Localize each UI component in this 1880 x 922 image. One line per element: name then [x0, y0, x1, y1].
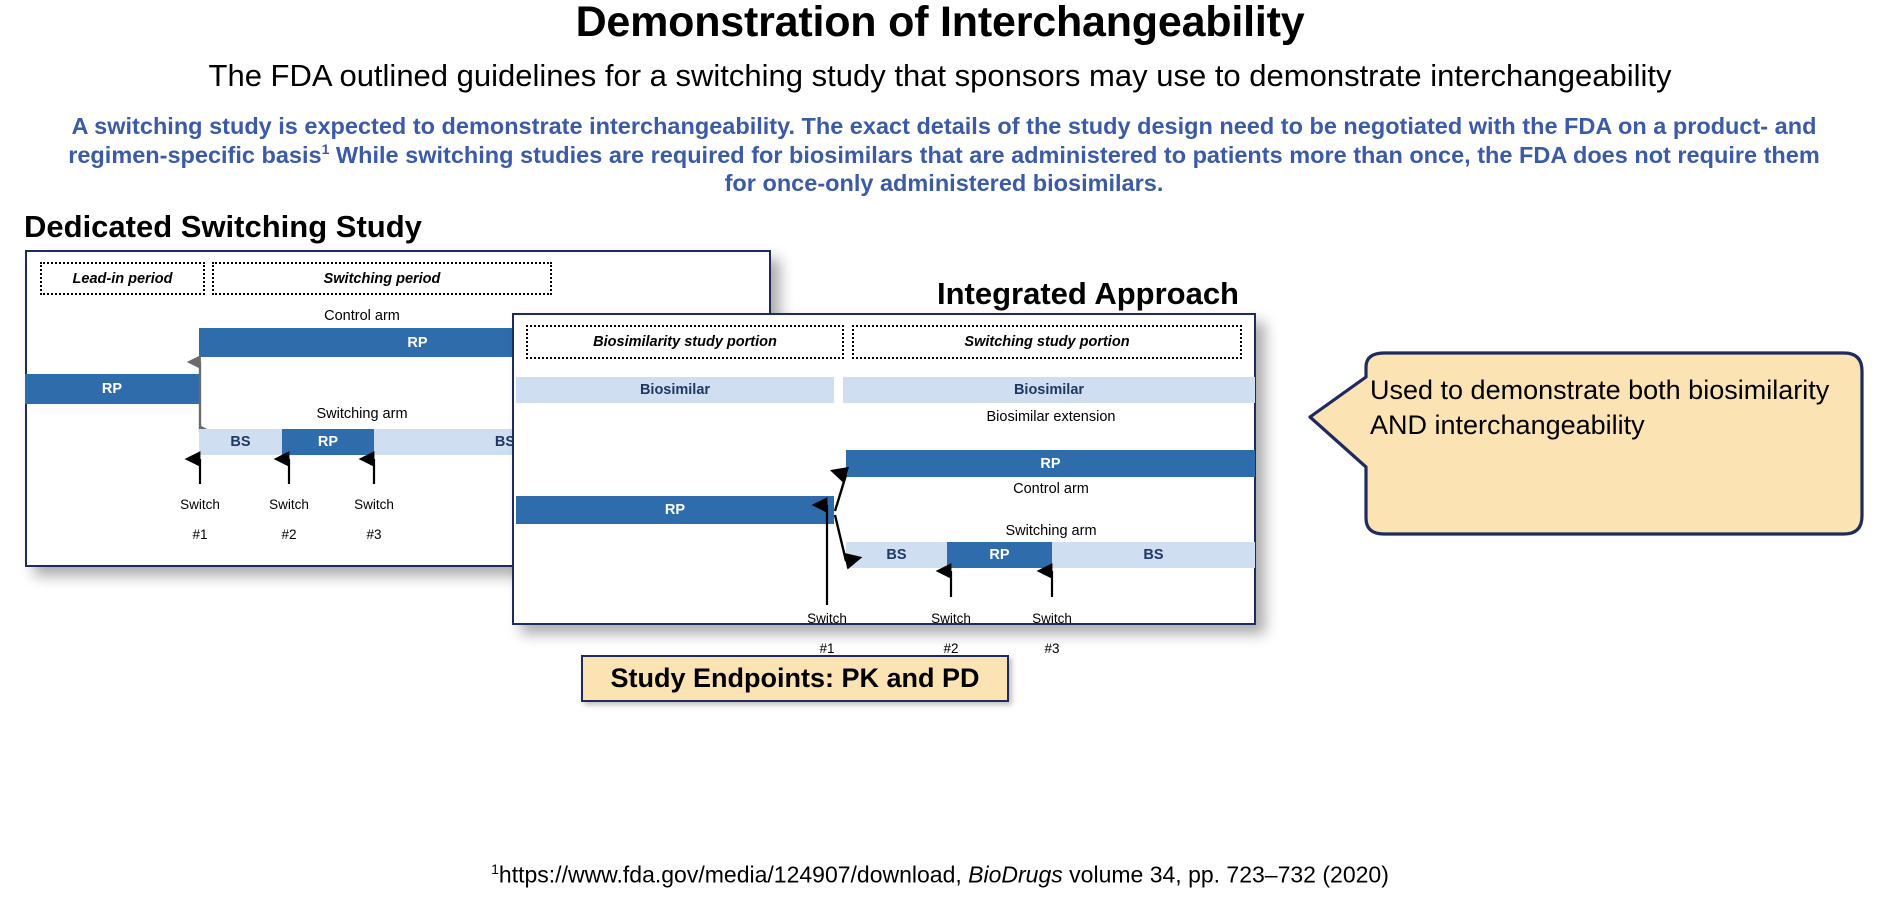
dedicated-switch-1-line1: Switch	[180, 497, 220, 513]
integrated-approach-panel: Biosimilarity study portion Switching st…	[512, 313, 1256, 656]
period-label-biosimilarity: Biosimilarity study portion	[593, 334, 777, 350]
integrated-control-arm-bar: RP	[846, 450, 1255, 477]
integrated-switch-2-line2: #2	[943, 641, 959, 657]
footnote: 1https://www.fda.gov/media/124907/downlo…	[0, 861, 1880, 889]
integrated-switch-3-line1: Switch	[1032, 611, 1072, 627]
integrated-switching-arm-segment-bs-2: BS	[1052, 542, 1255, 568]
lede-text-part1: A switching study is expected to demonst…	[68, 113, 1817, 168]
dedicated-switching-arm-label: Switching arm	[316, 406, 408, 422]
dedicated-switch-label-2: Switch #2	[259, 482, 319, 542]
integrated-switching-seg2-label: RP	[989, 547, 1010, 563]
dedicated-lead-in-bar: RP	[25, 374, 199, 404]
integrated-switch-label-1: Switch #1	[797, 596, 857, 656]
lede-footnote-marker: 1	[321, 140, 330, 157]
lede-text-part2: While switching studies are required for…	[329, 141, 1820, 197]
callout-shape-icon	[1308, 351, 1864, 536]
dedicated-switching-seg1-label: BS	[230, 434, 251, 450]
integrated-control-arm-label: Control arm	[1013, 481, 1089, 497]
integrated-biosimilar-bar-left: Biosimilar	[516, 377, 834, 403]
integrated-panel-heading: Integrated Approach	[937, 276, 1239, 311]
integrated-rp-bar-left: RP	[516, 496, 834, 524]
period-label-lead-in: Lead-in period	[72, 270, 173, 287]
integrated-biosimilar-right-label: Biosimilar	[1013, 382, 1085, 398]
footnote-url: https://www.fda.gov/media/124907/downloa…	[498, 861, 969, 888]
dedicated-switch-label-1: Switch #1	[170, 482, 230, 542]
study-endpoints-label: Study Endpoints: PK and PD	[610, 663, 980, 693]
dedicated-switch-3-line1: Switch	[354, 497, 394, 513]
integrated-switch-3-line2: #3	[1044, 641, 1060, 657]
integrated-switch-1-line2: #1	[819, 641, 835, 657]
footnote-journal: BioDrugs	[968, 861, 1063, 888]
page-subtitle: The FDA outlined guidelines for a switch…	[208, 58, 1672, 93]
integrated-biosimilar-extension-label: Biosimilar extension	[986, 409, 1116, 425]
page-title: Demonstration of Interchangeability	[575, 0, 1305, 46]
period-box-biosimilarity: Biosimilarity study portion	[526, 325, 844, 359]
integrated-control-arm-bar-label: RP	[1040, 455, 1061, 472]
dedicated-switching-seg3-label: BS	[494, 434, 516, 450]
lede-paragraph: A switching study is expected to demonst…	[60, 112, 1828, 198]
period-label-switching-study: Switching study portion	[964, 334, 1130, 350]
footnote-rest: volume 34, pp. 723–732 (2020)	[1062, 861, 1389, 888]
period-box-lead-in: Lead-in period	[40, 262, 205, 295]
dedicated-lead-in-bar-label: RP	[101, 381, 123, 397]
dedicated-panel-heading: Dedicated Switching Study	[24, 209, 422, 244]
integrated-switching-arm-segment-rp: RP	[947, 542, 1052, 568]
dedicated-switching-arm-segment-bs-1: BS	[199, 429, 282, 455]
integrated-switching-arm-segment-bs-1: BS	[846, 542, 947, 568]
integrated-switch-label-2: Switch #2	[921, 596, 981, 656]
dedicated-switch-label-3: Switch #3	[344, 482, 404, 542]
study-endpoints-box: Study Endpoints: PK and PD	[581, 655, 1009, 702]
dedicated-switching-arm-segment-rp: RP	[282, 429, 374, 455]
callout-bubble: Used to demonstrate both biosimilarity A…	[1308, 351, 1864, 536]
integrated-biosimilar-left-label: Biosimilar	[639, 382, 711, 398]
period-label-switching: Switching period	[323, 270, 441, 287]
dedicated-switching-seg2-label: RP	[317, 434, 339, 450]
footnote-marker: 1	[491, 861, 499, 877]
dedicated-control-arm-label: Control arm	[324, 308, 400, 324]
callout-text: Used to demonstrate both biosimilarity A…	[1370, 375, 1830, 440]
integrated-switching-seg3-label: BS	[1143, 547, 1164, 563]
integrated-switch-label-3: Switch #3	[1022, 596, 1082, 656]
integrated-switching-seg1-label: BS	[886, 547, 907, 563]
dedicated-switch-3-line2: #3	[366, 527, 382, 543]
integrated-switch-1-line1: Switch	[807, 611, 847, 627]
integrated-biosimilar-bar-right: Biosimilar	[843, 377, 1255, 403]
integrated-switch-2-line1: Switch	[931, 611, 971, 627]
dedicated-switch-2-line2: #2	[281, 527, 297, 543]
period-box-switching: Switching period	[212, 262, 552, 295]
dedicated-switch-2-line1: Switch	[269, 497, 309, 513]
period-box-switching-study: Switching study portion	[852, 325, 1242, 359]
integrated-switching-arm-label: Switching arm	[1005, 523, 1097, 539]
dedicated-switch-1-line2: #1	[192, 527, 208, 543]
integrated-rp-left-label: RP	[664, 502, 686, 518]
dedicated-control-arm-bar-label: RP	[407, 334, 428, 351]
